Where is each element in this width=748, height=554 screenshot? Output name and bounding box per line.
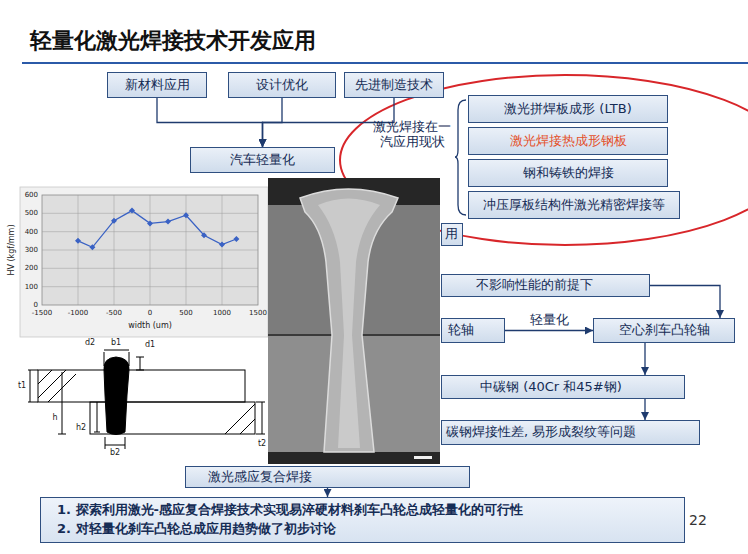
process-box: 设计优化 [228, 72, 336, 98]
process-box: 冲压厚板结构件激光精密焊接等 [468, 191, 680, 219]
dimension-label: b1 [111, 338, 121, 347]
connector-arrow [644, 399, 645, 420]
weld-cross-section-photo [268, 178, 440, 464]
axis-tick: 500 [25, 209, 38, 217]
box-text: 先进制造技术 [355, 77, 433, 94]
dimension-label: h2 [76, 423, 86, 432]
process-box: 空心刹车凸轮轴 [593, 318, 735, 343]
axis-tick: 200 [25, 264, 38, 272]
connector-arrow [644, 343, 645, 375]
process-box: 用 [441, 223, 463, 246]
process-box: 不影响性能的前提下 [441, 274, 650, 297]
process-box: 中碳钢 (40Cr 和45#钢) [441, 375, 685, 399]
axis-tick: 1000 [213, 309, 231, 317]
summary-box: 1. 探索利用激光-感应复合焊接技术实现易淬硬材料刹车凸轮总成轻量化的可行性2.… [40, 497, 685, 543]
axis-title: HV (kgf/mm) [7, 224, 16, 275]
process-box: 钢和铸铁的焊接 [468, 159, 668, 187]
box-text: 不影响性能的前提下 [476, 277, 593, 294]
dimension-label: t2 [258, 439, 266, 448]
axis-title: width (um) [128, 321, 172, 330]
box-text: 空心刹车凸轮轴 [619, 322, 710, 339]
box-text: 激光焊接热成形钢板 [510, 133, 627, 150]
edge-label: 轻量化 [528, 312, 571, 328]
axis-tick: 300 [25, 246, 38, 254]
axis-tick: -1500 [32, 309, 52, 317]
box-text: 钢和铸铁的焊接 [523, 165, 614, 182]
process-box: 激光焊接热成形钢板 [468, 127, 668, 155]
process-box: 轮轴 [441, 318, 505, 343]
box-text: 激光拼焊板成形 (LTB) [504, 101, 632, 118]
connector-arrow [327, 488, 328, 497]
process-box: 激光拼焊板成形 (LTB) [468, 95, 668, 123]
process-box: 碳钢焊接性差, 易形成裂纹等问题 [441, 420, 700, 445]
box-text: 设计优化 [256, 77, 308, 94]
box-text: 冲压厚板结构件激光精密焊接等 [483, 197, 665, 214]
box-text: 激光感应复合焊接 [208, 469, 312, 486]
axis-tick: 1500 [249, 309, 267, 317]
title-rule [22, 62, 748, 64]
page-number: 22 [689, 512, 707, 528]
dimension-label: d1 [145, 340, 155, 349]
box-text: 汽车轻量化 [230, 152, 295, 169]
dimension-label: d2 [85, 338, 95, 347]
hardness-chart [20, 187, 268, 337]
connector-arrow [505, 330, 593, 331]
axis-tick: 0 [148, 309, 152, 317]
axis-tick: 400 [25, 228, 38, 236]
dimension-label: h [52, 413, 57, 422]
axis-tick: -1000 [68, 309, 88, 317]
process-box: 汽车轻量化 [190, 147, 335, 173]
connector-arrow [157, 98, 263, 147]
section-heading: 激光焊接在一汽应用现状 [372, 120, 452, 150]
axis-tick: 0 [34, 301, 38, 309]
axis-tick: -500 [106, 309, 122, 317]
box-text: 用 [445, 226, 458, 243]
axis-tick: 100 [25, 283, 38, 291]
connector-arrow [650, 286, 720, 319]
brace [455, 100, 466, 215]
slide-title: 轻量化激光焊接技术开发应用 [30, 26, 316, 56]
box-text: 2. 对轻量化刹车凸轮总成应用趋势做了初步讨论 [57, 520, 336, 539]
process-box: 先进制造技术 [344, 72, 444, 98]
box-text: 轮轴 [448, 322, 474, 339]
box-text: 碳钢焊接性差, 易形成裂纹等问题 [446, 424, 636, 441]
axis-tick: 600 [25, 191, 38, 199]
dimension-label: t1 [18, 381, 26, 390]
axis-tick: 500 [179, 309, 192, 317]
box-text: 新材料应用 [125, 77, 190, 94]
dimension-label: b2 [110, 448, 120, 457]
box-text: 中碳钢 (40Cr 和45#钢) [480, 379, 622, 396]
process-box: 激光感应复合焊接 [185, 466, 470, 488]
box-text: 1. 探索利用激光-感应复合焊接技术实现易淬硬材料刹车凸轮总成轻量化的可行性 [57, 501, 523, 520]
process-box: 新材料应用 [107, 72, 207, 98]
weld-joint-schematic [28, 350, 265, 449]
